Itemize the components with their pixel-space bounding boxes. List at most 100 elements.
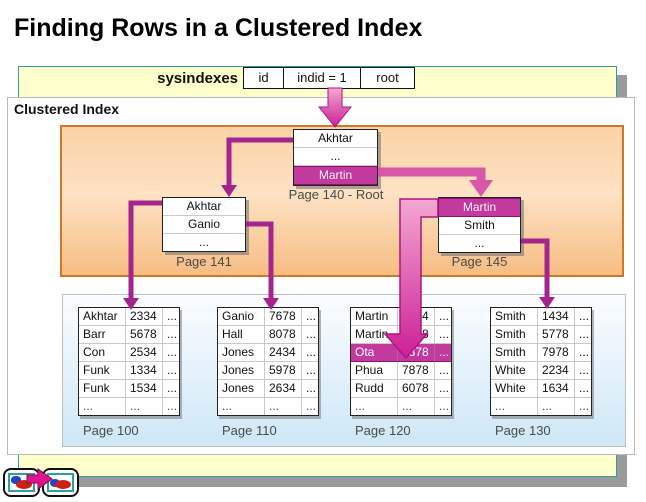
table-cell: 7678 [265,308,302,325]
sysindexes-label: sysindexes [157,70,238,87]
prev-slide-icon[interactable] [3,468,40,497]
page-110-label: Page 110 [222,423,277,438]
table-cell: ... [491,398,538,415]
index-row: ... [294,148,377,166]
table-cell: ... [306,327,317,341]
table-cell: 2234 [538,362,575,379]
table-cell: 2334 [126,308,163,325]
table-cell: ... [439,381,450,395]
table-cell: 5978 [265,362,302,379]
table-cell: Jones [218,362,265,379]
table-cell: Con [79,344,126,361]
table-cell: Ota [351,344,398,361]
red-pie-shape [55,480,71,489]
table-cell: White [491,380,538,397]
table-cell: ... [538,398,575,415]
leaf-row: ......... [218,398,318,415]
table-cell: ... [79,398,126,415]
table-cell: 2634 [265,380,302,397]
table-cell: Funk [79,380,126,397]
index-row: Akhtar [163,198,245,216]
index-row: ... [439,235,520,252]
table-cell: ... [306,399,317,413]
page-120-label: Page 120 [355,423,411,438]
table-cell: 1334 [126,362,163,379]
table-cell: 2534 [126,344,163,361]
table-cell: 2434 [265,344,302,361]
table-cell: ... [439,309,450,323]
table-cell: 1434 [538,308,575,325]
table-cell: ... [579,327,590,341]
table-cell: Phua [351,362,398,379]
leaf-row: ......... [351,398,451,415]
table-cell: ... [306,381,317,395]
table-cell: ... [306,309,317,323]
index-row: Akhtar [294,130,377,148]
index-row-highlighted: Martin [439,198,520,217]
page-100-label: Page 100 [83,423,139,438]
table-cell: ... [351,398,398,415]
table-cell: Martin [351,326,398,343]
table-cell: ... [579,345,590,359]
table-cell: Smith [491,344,538,361]
table-cell: Akhtar [79,308,126,325]
table-cell: ... [218,398,265,415]
table-cell: 7778 [398,326,435,343]
table-cell: Jones [218,380,265,397]
table-cell: ... [167,381,178,395]
table-cell: ... [167,309,178,323]
index-row: Smith [439,217,520,235]
sysindexes-col-indid: indid = 1 [284,68,361,88]
table-cell: ... [579,399,590,413]
table-cell: 1234 [398,308,435,325]
page-140-label: Page 140 - Root [288,187,384,202]
index-row: ... [163,234,245,251]
next-slide-icon[interactable] [42,468,79,497]
table-cell: 8078 [265,326,302,343]
table-cell: Smith [491,326,538,343]
red-pie-shape [16,480,32,489]
table-cell: Hall [218,326,265,343]
table-cell: 6078 [398,380,435,397]
clustered-index-label: Clustered Index [14,101,120,117]
table-cell: ... [439,327,450,341]
table-cell: ... [579,363,590,377]
table-cell: ... [265,398,302,415]
page-title: Finding Rows in a Clustered Index [14,14,423,42]
blue-shape [11,476,21,484]
table-cell: ... [579,381,590,395]
index-row: Ganio [163,216,245,234]
leaf-row: ......... [491,398,591,415]
table-cell: Barr [79,326,126,343]
table-cell: ... [167,399,178,413]
table-cell: ... [306,345,317,359]
table-cell: 5678 [126,326,163,343]
table-cell: Funk [79,362,126,379]
chart-thumbnail-icon [47,473,74,492]
table-cell: Jones [218,344,265,361]
table-cell: ... [306,363,317,377]
table-cell: ... [398,398,435,415]
table-cell: White [491,362,538,379]
